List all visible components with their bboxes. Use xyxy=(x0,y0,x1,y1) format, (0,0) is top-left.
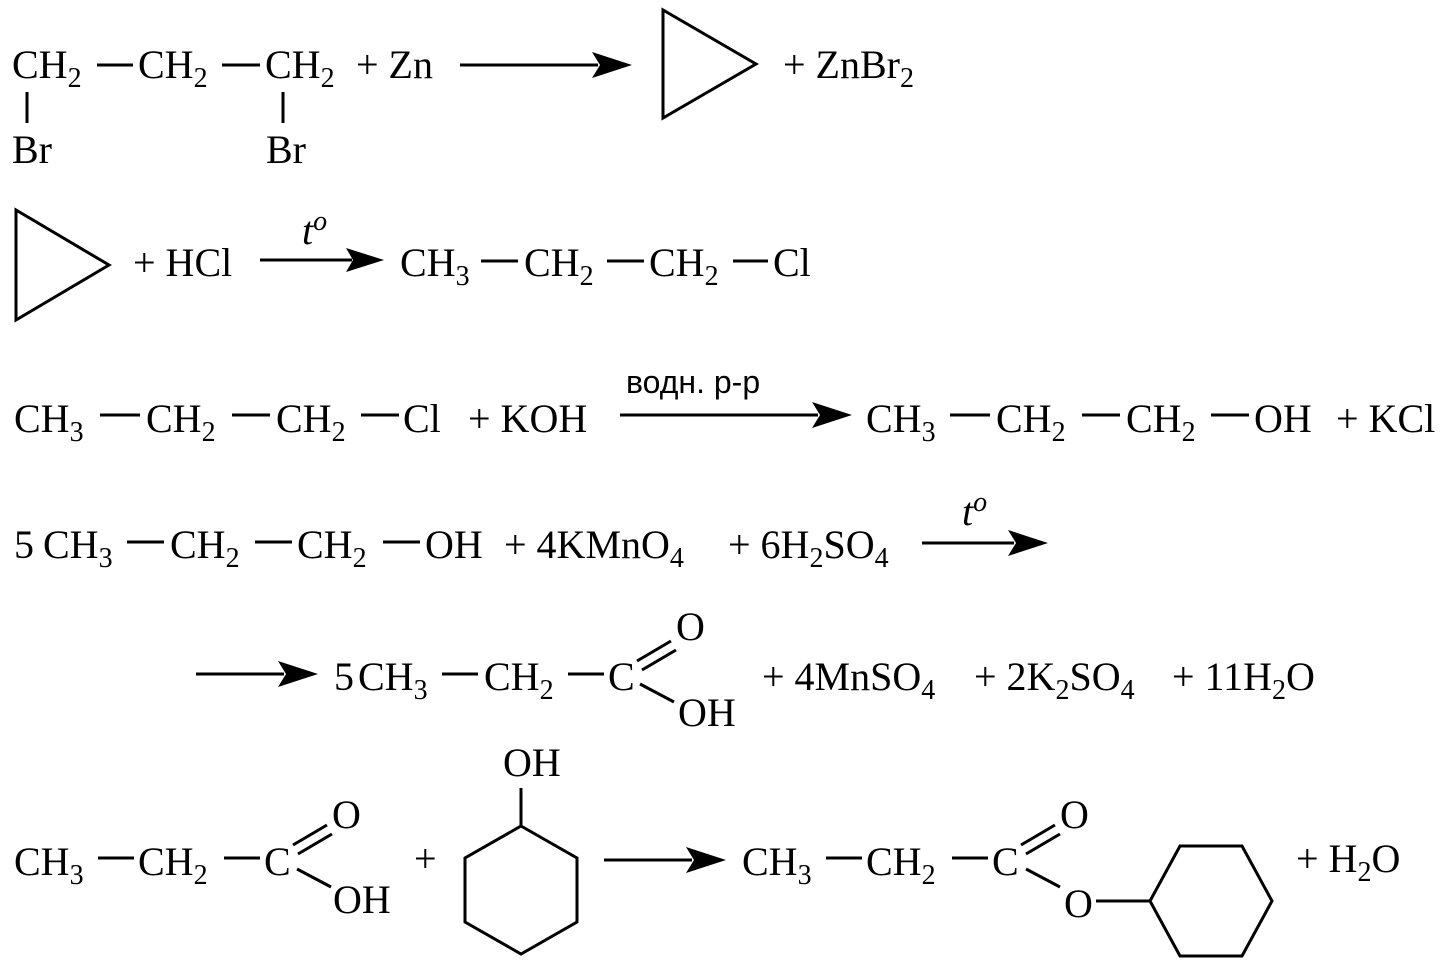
r4-ch2-b: CH2 xyxy=(297,522,367,574)
r2-ch2-a: CH2 xyxy=(524,240,594,292)
r5-double-bond-b xyxy=(641,648,677,672)
r6-water: + H2O xyxy=(1296,836,1400,888)
r5-carbon: C xyxy=(608,654,635,699)
r5-single-bond-oh xyxy=(639,682,675,704)
r4-ch3: CH3 xyxy=(43,522,113,574)
r6-arrow-head xyxy=(686,847,726,873)
r4-oh: OH xyxy=(425,522,483,567)
r6-carbon: C xyxy=(264,839,291,884)
r2-ch3: CH3 xyxy=(400,240,470,292)
reaction-1: CH2 CH2 CH2 Br Br + Zn + ZnBr2 xyxy=(12,7,914,172)
r5-coefficient: 5 xyxy=(334,654,354,699)
r3-kcl: + KCl xyxy=(1336,396,1435,441)
r6-ester-bridge-oxygen: O xyxy=(1064,881,1093,926)
r4-kmno4: + 4KMnO4 xyxy=(504,522,684,574)
r6-ester-ch2: CH2 xyxy=(866,839,936,891)
reaction-3: CH3 CH2 CH2 Cl + KOH водн. р-р CH3 CH2 C… xyxy=(14,364,1435,448)
r4-condition-temp: to xyxy=(962,487,987,534)
r5-k2so4: + 2K2SO4 xyxy=(974,654,1135,706)
r1-br-2: Br xyxy=(266,127,306,172)
r4-h2so4: + 6H2SO4 xyxy=(728,522,889,574)
r4-coefficient: 5 xyxy=(14,522,34,567)
r2-cl: Cl xyxy=(773,240,811,285)
r1-ch2-a: CH2 xyxy=(12,42,82,94)
r3-condition-aqueous: водн. р-р xyxy=(626,364,760,400)
r1-cyclopropane xyxy=(661,7,759,121)
r6-cyclohexanol-ring xyxy=(463,824,579,956)
r3-arrow-head xyxy=(812,402,852,428)
r6-ester-carbon: C xyxy=(992,839,1019,884)
r6-single-bond-oh xyxy=(296,867,332,889)
r3-oh: OH xyxy=(1254,396,1312,441)
r6-oxygen: O xyxy=(332,792,361,837)
r2-condition-temp: to xyxy=(302,206,327,253)
r3-ch3-product: CH3 xyxy=(866,396,936,448)
r2-cyclopropane xyxy=(14,207,112,323)
reaction-2: + HCl to CH3 CH2 CH2 Cl xyxy=(14,206,811,323)
r6-cyclohexyl-ring xyxy=(1148,844,1274,958)
r5-ch2: CH2 xyxy=(484,654,554,706)
r2-reagent-hcl: + HCl xyxy=(133,240,232,285)
reaction-5: 5 CH3 CH2 C O OH + 4MnSO4 + 2K2SO4 + 11H… xyxy=(196,604,1315,735)
r1-reagent-zn: + Zn xyxy=(356,42,433,87)
r6-ch3: CH3 xyxy=(14,839,84,891)
r3-cl: Cl xyxy=(403,396,441,441)
r3-ch2-d: CH2 xyxy=(1126,396,1196,448)
r6-ester-ch3: CH3 xyxy=(742,839,812,891)
r6-plus: + xyxy=(414,836,437,881)
r5-water: + 11H2O xyxy=(1172,654,1315,706)
r1-znbr2: + ZnBr2 xyxy=(783,42,914,94)
r6-ester-double-bond-b xyxy=(1025,832,1061,856)
r6-ester-double-bond-a xyxy=(1020,823,1056,847)
r5-hydroxyl: OH xyxy=(678,690,736,735)
r3-ch2-a: CH2 xyxy=(146,396,216,448)
r3-ch2-b: CH2 xyxy=(276,396,346,448)
r1-ch2-b: CH2 xyxy=(138,42,208,94)
r3-ch2-c: CH2 xyxy=(996,396,1066,448)
r5-double-bond-a xyxy=(636,639,672,663)
r4-arrow-head xyxy=(1008,530,1048,556)
reaction-6: CH3 CH2 C O OH + OH CH3 CH2 C O O + H2O xyxy=(14,740,1400,958)
r2-ch2-b: CH2 xyxy=(649,240,719,292)
r4-ch2-a: CH2 xyxy=(170,522,240,574)
r5-oxygen: O xyxy=(676,604,705,649)
reaction-4: 5 CH3 CH2 CH2 OH + 4KMnO4 + 6H2SO4 to xyxy=(14,487,1048,574)
r1-arrow-head xyxy=(592,52,632,78)
r2-arrow-head xyxy=(346,248,384,272)
r5-arrow-head xyxy=(278,661,318,687)
r3-reagent-koh: + KOH xyxy=(468,396,587,441)
r6-double-bond-b xyxy=(297,832,333,856)
r5-mnso4: + 4MnSO4 xyxy=(762,654,935,706)
r6-ester-single-bond xyxy=(1025,867,1061,889)
r3-ch3: CH3 xyxy=(14,396,84,448)
r6-hydroxyl: OH xyxy=(333,877,391,922)
r5-ch3: CH3 xyxy=(358,654,428,706)
r6-ester-oxygen: O xyxy=(1060,792,1089,837)
r1-ch2-c: CH2 xyxy=(265,42,335,94)
r6-ch2: CH2 xyxy=(138,839,208,891)
r1-br-1: Br xyxy=(12,127,52,172)
r6-double-bond-a xyxy=(292,823,328,847)
r6-alcohol-oh: OH xyxy=(503,740,561,785)
